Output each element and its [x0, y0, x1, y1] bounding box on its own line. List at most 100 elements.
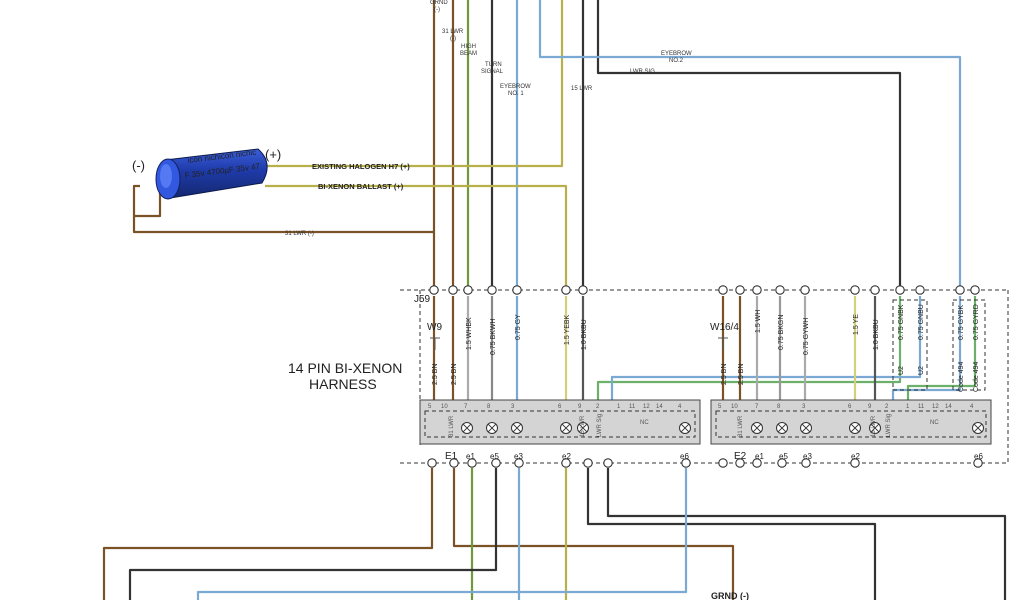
middle-wires [432, 296, 977, 400]
wire-code-label: 1.5 WHBK [466, 317, 473, 350]
label-31lwr: 31 LWR [442, 29, 464, 35]
bottom-label: e3 [803, 452, 812, 461]
top-terminal [775, 285, 785, 295]
module-pin-number: 6 [848, 404, 852, 410]
bottom-label: e5 [779, 452, 788, 461]
bottom-terminal [491, 458, 501, 468]
w164-label: W16/4 [710, 322, 739, 333]
wire-code-label: 0.75 GNBK [898, 304, 905, 340]
top-terminal [487, 285, 497, 295]
bottom-terminal [973, 458, 983, 468]
bottom-terminal [514, 458, 524, 468]
top-terminal [578, 285, 588, 295]
top-terminals [429, 285, 980, 295]
module-right-inner [715, 410, 987, 438]
top-terminal [850, 285, 860, 295]
module-pin-number: 4 [970, 404, 974, 410]
module-pin-number: 8 [777, 404, 781, 410]
module-pin-number: 1 [617, 404, 621, 410]
top-terminal [463, 285, 473, 295]
wire-code-label: 1.0 BKBU [873, 319, 880, 350]
upper-labels: GRND (-) 31 LWR (-) HIGH BEAM TURN SIGNA… [285, 0, 692, 237]
wire-halogen-h7 [265, 0, 564, 168]
bottom-terminal [467, 458, 477, 468]
bottom-terminal [752, 458, 762, 468]
module-left [419, 399, 701, 445]
bottom-label: e3 [514, 452, 523, 461]
lamp-cross [752, 423, 762, 433]
module-pin-number: 12 [932, 404, 939, 410]
wire-eyebrow-2 [538, 0, 962, 290]
wire-lower-black-1 [128, 468, 498, 600]
bottom-label: E1 [445, 451, 458, 462]
module-pin-number: 10 [441, 404, 448, 410]
w9-bracket [430, 337, 440, 350]
wire-code-label: 2.5 BN [451, 364, 458, 385]
module-pin-number: 14 [945, 404, 952, 410]
label-lwr-sig: LWR SIG [630, 69, 655, 75]
top-terminal [800, 285, 810, 295]
wire-code-label: 0.75 GY [515, 314, 522, 340]
wire-lower-brown-2 [452, 468, 735, 600]
w9-label: W9 [427, 322, 442, 333]
lamp-cross [462, 423, 472, 433]
module-pin-number: 2 [596, 404, 600, 410]
top-terminal [870, 285, 880, 295]
module-pin-number: 7 [755, 404, 759, 410]
bottom-label: e1 [755, 452, 764, 461]
label-15lwr: 15 LWR [571, 86, 593, 92]
module-pin-number: 2 [885, 404, 889, 410]
wire-code-label: 0.75 BKGN [778, 315, 785, 350]
module-inner-label: 31 LWR [449, 415, 455, 437]
wire-code-label: 0.75 GNBU [918, 304, 925, 340]
bottom-terminals [427, 458, 983, 468]
capacitor: icon nichicon nichic F 35v 4700µF 35v 47… [132, 147, 281, 200]
module-pin-number: 3 [511, 404, 515, 410]
wire-lower-brown-1 [102, 468, 434, 600]
module-pin-number: 5 [428, 404, 432, 410]
label-eyebrow-1b: NO. 1 [508, 91, 524, 97]
wire-code-label: 1.5 YE [853, 314, 860, 335]
wire-code-label: 0.75 GYBK [958, 305, 965, 340]
top-terminal [718, 285, 728, 295]
module-nc-label: NC [640, 420, 649, 426]
module-pin-number: 8 [487, 404, 491, 410]
bottom-terminal [777, 458, 787, 468]
wire-lower-black-3 [606, 468, 1007, 600]
module-pin-number: 7 [464, 404, 468, 410]
top-terminal [752, 285, 762, 295]
bottom-terminal [718, 458, 728, 468]
label-eyebrow-1a: EYEBROW [500, 84, 531, 90]
bottom-terminal [801, 458, 811, 468]
wire-code-label: Code 494 [958, 362, 965, 392]
wire-code-label: 1.5 YEBK [564, 314, 571, 345]
module-pin-number: 5 [718, 404, 722, 410]
upper-wires [132, 0, 962, 290]
module-pin-number: 11 [918, 404, 925, 410]
capacitor-end-highlight [160, 164, 172, 188]
lamp-cross [680, 423, 690, 433]
wire-code-label: 1.0 BKBU [581, 319, 588, 350]
module-pin-number: 3 [802, 404, 806, 410]
wire-code-label: U2 [918, 366, 925, 375]
module-inner-label: 15 LWR [871, 415, 877, 437]
label-eyebrow-2b: NO.2 [669, 58, 684, 64]
code-boxes [892, 299, 986, 391]
top-connector: J59 [400, 285, 1009, 462]
capacitor-plus: (+) [265, 147, 281, 162]
label-grnd-bottom: GRND (-) [711, 591, 749, 600]
module-inner-label: LWR Sig [886, 414, 892, 437]
label-high: HIGH [461, 44, 476, 50]
top-terminal [429, 285, 439, 295]
label-grnd: GRND [430, 0, 448, 6]
w164-bracket [718, 337, 728, 350]
wire-code-label: 1.5 WH [755, 310, 762, 333]
bottom-terminal [449, 458, 459, 468]
top-terminal [512, 285, 522, 295]
top-terminal [561, 285, 571, 295]
module-pin-number: 6 [558, 404, 562, 410]
